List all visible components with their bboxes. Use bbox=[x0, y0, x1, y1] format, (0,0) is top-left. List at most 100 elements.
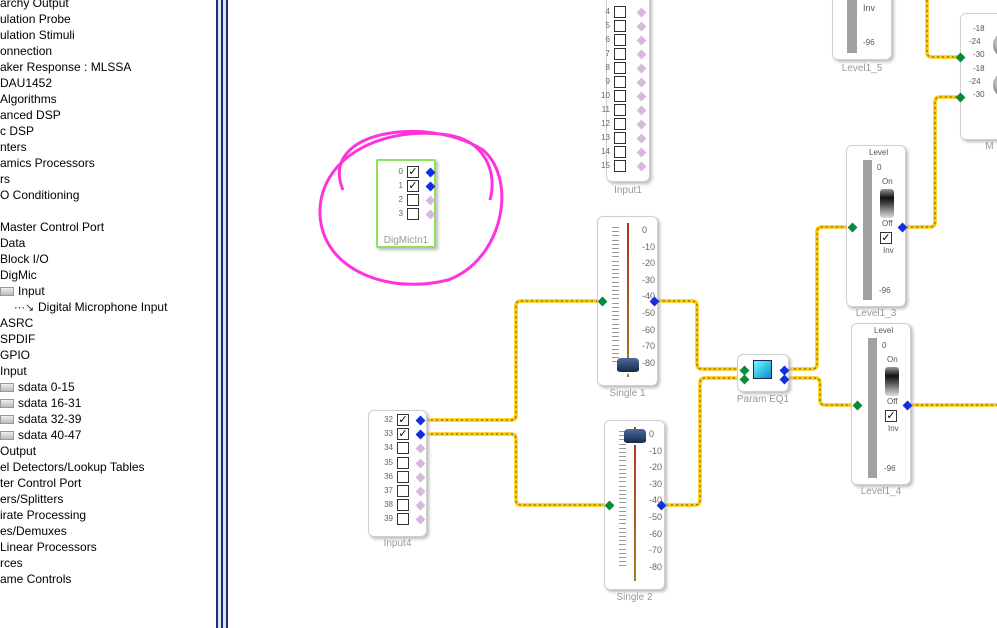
channel-checkbox[interactable] bbox=[614, 34, 626, 46]
tree-item[interactable]: Linear Processors bbox=[0, 539, 97, 555]
tree-item[interactable]: nters bbox=[0, 139, 27, 155]
output-pin[interactable] bbox=[636, 63, 647, 74]
tree-item[interactable]: Algorithms bbox=[0, 91, 57, 107]
knob[interactable] bbox=[993, 32, 997, 58]
tree-item[interactable]: Output bbox=[0, 443, 36, 459]
single1-fader[interactable]: 0-10-20-30-40-50-60-70-80 bbox=[597, 216, 660, 386]
channel-checkbox[interactable]: ✓ bbox=[407, 180, 419, 192]
tree-item[interactable]: sdata 40-47 bbox=[0, 427, 81, 443]
output-pin[interactable] bbox=[636, 161, 647, 172]
tree-item[interactable]: ⋯↘Digital Microphone Input bbox=[14, 299, 167, 315]
output-pin[interactable] bbox=[415, 486, 426, 497]
channel-checkbox[interactable] bbox=[397, 499, 409, 512]
channel-checkbox[interactable]: ✓ bbox=[397, 414, 409, 426]
output-pin[interactable] bbox=[779, 374, 790, 385]
tree-item[interactable]: sdata 0-15 bbox=[0, 379, 75, 395]
tree-item[interactable]: rs bbox=[0, 171, 10, 187]
panel-splitter[interactable] bbox=[216, 0, 228, 628]
tree-item[interactable]: ame Controls bbox=[0, 571, 71, 587]
input-pin[interactable] bbox=[847, 222, 858, 233]
channel-checkbox[interactable] bbox=[614, 146, 626, 158]
output-pin[interactable] bbox=[902, 400, 913, 411]
channel-checkbox[interactable] bbox=[614, 76, 626, 88]
channel-checkbox[interactable] bbox=[614, 104, 626, 116]
tree-item[interactable]: el Detectors/Lookup Tables bbox=[0, 459, 145, 475]
tree-item[interactable]: irate Processing bbox=[0, 507, 86, 523]
channel-checkbox[interactable] bbox=[614, 160, 626, 172]
channel-checkbox[interactable] bbox=[397, 456, 409, 469]
on-off-switch[interactable] bbox=[880, 189, 894, 218]
channel-checkbox[interactable] bbox=[614, 118, 626, 130]
channel-checkbox[interactable]: ✓ bbox=[407, 166, 419, 178]
channel-checkbox[interactable] bbox=[407, 194, 419, 206]
channel-checkbox[interactable] bbox=[614, 20, 626, 32]
output-pin[interactable] bbox=[425, 209, 436, 220]
output-pin[interactable] bbox=[425, 181, 436, 192]
tree-item[interactable]: archy Output bbox=[0, 0, 69, 11]
channel-checkbox[interactable] bbox=[397, 485, 409, 497]
channel-checkbox[interactable] bbox=[397, 513, 409, 526]
tree-item[interactable]: Block I/O bbox=[0, 251, 49, 267]
tree-item[interactable]: c DSP bbox=[0, 123, 34, 139]
channel-checkbox[interactable] bbox=[614, 90, 626, 102]
eq-button[interactable] bbox=[753, 360, 772, 379]
channel-checkbox[interactable] bbox=[397, 442, 409, 455]
tree-item[interactable]: aker Response : MLSSA bbox=[0, 59, 131, 75]
tree-item[interactable]: Master Control Port bbox=[0, 219, 104, 235]
tree-item[interactable]: ulation Probe bbox=[0, 11, 71, 27]
tree-item[interactable]: es/Demuxes bbox=[0, 523, 67, 539]
output-pin[interactable] bbox=[415, 458, 426, 469]
output-pin[interactable] bbox=[425, 167, 436, 178]
output-pin[interactable] bbox=[415, 500, 426, 511]
output-pin[interactable] bbox=[897, 222, 908, 233]
input-pin[interactable] bbox=[852, 400, 863, 411]
channel-checkbox[interactable] bbox=[614, 48, 626, 60]
tree-item[interactable]: ter Control Port bbox=[0, 475, 81, 491]
output-pin[interactable] bbox=[636, 21, 647, 32]
knob[interactable] bbox=[993, 72, 997, 98]
output-pin[interactable] bbox=[415, 443, 426, 454]
output-pin[interactable] bbox=[636, 133, 647, 144]
channel-checkbox[interactable] bbox=[397, 470, 409, 483]
tree-item[interactable]: ers/Splitters bbox=[0, 491, 63, 507]
tree-item[interactable]: onnection bbox=[0, 43, 52, 59]
output-pin[interactable] bbox=[636, 35, 647, 46]
tree-item[interactable]: SPDIF bbox=[0, 331, 35, 347]
input-pin[interactable] bbox=[604, 500, 615, 511]
tree-item[interactable]: DAU1452 bbox=[0, 75, 52, 91]
output-pin[interactable] bbox=[425, 195, 436, 206]
output-pin[interactable] bbox=[636, 147, 647, 158]
output-pin[interactable] bbox=[415, 429, 426, 440]
tree-item[interactable]: sdata 16-31 bbox=[0, 395, 81, 411]
output-pin[interactable] bbox=[636, 119, 647, 130]
fader-handle[interactable] bbox=[617, 357, 639, 374]
tree-item[interactable]: Data bbox=[0, 235, 25, 251]
tree-item[interactable]: ASRC bbox=[0, 315, 33, 331]
invert-checkbox[interactable]: ✓ bbox=[880, 232, 892, 244]
on-off-switch[interactable] bbox=[885, 367, 899, 396]
channel-checkbox[interactable] bbox=[614, 62, 626, 74]
tree-item[interactable]: DigMic bbox=[0, 267, 37, 283]
tree-item[interactable]: GPIO bbox=[0, 347, 30, 363]
tree-item[interactable]: Input bbox=[0, 363, 27, 379]
tree-item[interactable]: ulation Stimuli bbox=[0, 27, 75, 43]
tree-item[interactable]: Input bbox=[0, 283, 45, 299]
tree-item[interactable]: O Conditioning bbox=[0, 187, 79, 203]
output-pin[interactable] bbox=[656, 500, 667, 511]
single2-fader[interactable]: 0-10-20-30-40-50-60-70-80 bbox=[604, 420, 667, 590]
fader-handle[interactable] bbox=[624, 429, 646, 445]
channel-checkbox[interactable] bbox=[614, 132, 626, 144]
input-pin[interactable] bbox=[739, 374, 750, 385]
tree-item[interactable]: anced DSP bbox=[0, 107, 61, 123]
output-pin[interactable] bbox=[636, 49, 647, 60]
input-pin[interactable] bbox=[597, 296, 608, 307]
output-pin[interactable] bbox=[636, 91, 647, 102]
level1-5-meter[interactable]: Inv -96 bbox=[832, 0, 892, 60]
mm-block[interactable]: -18-24-30-18-24-30 bbox=[955, 13, 997, 140]
channel-checkbox[interactable] bbox=[614, 6, 626, 18]
output-pin[interactable] bbox=[415, 415, 426, 426]
